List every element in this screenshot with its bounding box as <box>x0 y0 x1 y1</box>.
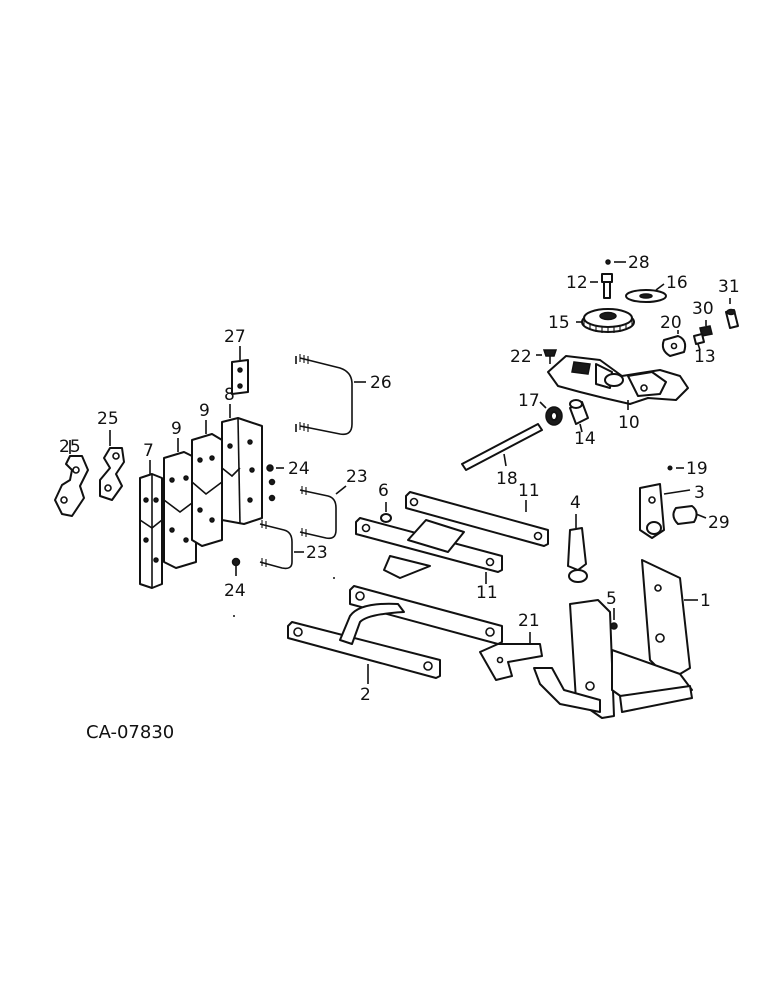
callout-7: 7 <box>143 441 154 461</box>
callout-26: 26 <box>370 373 392 393</box>
callout-28: 28 <box>628 253 650 273</box>
callout-1: 1 <box>700 591 711 611</box>
callout-15: 15 <box>548 313 570 333</box>
part-4-bracket <box>567 514 588 583</box>
callout-23a: 23 <box>346 467 368 487</box>
callout-14: 14 <box>574 429 596 449</box>
callout-19: 19 <box>686 459 708 479</box>
callout-11b: 11 <box>476 583 498 603</box>
callout-9a: 9 <box>171 419 182 439</box>
callout-27: 27 <box>224 327 246 347</box>
callout-24b: 24 <box>224 581 246 601</box>
callout-8: 8 <box>224 385 235 405</box>
callout-22: 22 <box>510 347 532 367</box>
part-11-spacer <box>383 519 465 579</box>
callout-9b: 9 <box>199 401 210 421</box>
part-6-pin <box>380 502 392 523</box>
part-23-u-bolt-lower <box>259 520 304 570</box>
part-24-nut-lower <box>231 557 241 576</box>
callout-16: 16 <box>666 273 688 293</box>
callout-13: 13 <box>694 347 716 367</box>
drawing-reference: CA-07830 <box>86 722 174 743</box>
part-27-plate <box>231 346 249 395</box>
callout-3: 3 <box>694 483 705 503</box>
callout-18: 18 <box>496 469 518 489</box>
part-10-housing <box>547 355 689 410</box>
part-21-bracket <box>479 632 543 681</box>
part-20-cam <box>661 330 687 357</box>
callout-31: 31 <box>718 277 740 297</box>
part-12-bolt <box>590 273 613 299</box>
callout-21: 21 <box>518 611 540 631</box>
callout-5: 5 <box>606 589 617 609</box>
callout-4: 4 <box>570 493 581 513</box>
part-14-bushing <box>569 399 589 433</box>
part-7-plate <box>139 460 163 589</box>
callout-10: 10 <box>618 413 640 433</box>
part-31-bolt <box>725 298 739 329</box>
callout-24a: 24 <box>288 459 310 479</box>
part-28-washer <box>605 259 626 265</box>
part-19-pin <box>667 465 684 471</box>
part-29-bushing <box>672 505 707 525</box>
part-11-bar-upper <box>405 491 549 547</box>
part-26-u-bolt <box>295 354 366 436</box>
callout-30: 30 <box>692 299 714 319</box>
callout-20: 20 <box>660 313 682 333</box>
part-25-clamp-left <box>54 440 89 517</box>
part-9-plate-a <box>163 438 197 569</box>
part-23-u-bolt-upper <box>299 485 347 540</box>
callout-12: 12 <box>566 273 588 293</box>
part-17-bearing <box>539 401 563 426</box>
callout-2: 2 <box>360 685 371 705</box>
callout-17: 17 <box>518 391 540 411</box>
callout-23b: 23 <box>306 543 328 563</box>
callout-29: 29 <box>708 513 730 533</box>
part-18-shaft <box>461 423 543 471</box>
callout-25b: 25 <box>97 409 119 429</box>
callout-11a: 11 <box>518 481 540 501</box>
part-2-bar-lower <box>287 602 441 684</box>
part-16-washer <box>625 283 667 303</box>
part-2-bar-upper <box>349 585 503 645</box>
part-15-gear <box>576 308 635 333</box>
part-8-bracket <box>221 404 263 525</box>
part-1-main-frame <box>533 559 698 719</box>
callout-6: 6 <box>378 481 389 501</box>
part-9-plate-b <box>191 420 223 547</box>
part-24-nuts-upper <box>266 464 284 502</box>
part-5-nut <box>610 608 618 630</box>
part-13-bolt <box>693 333 705 351</box>
callout-25a: 25 <box>59 437 81 457</box>
part-3-bracket <box>639 483 691 539</box>
part-22-screw <box>536 349 558 364</box>
part-25-clamp-right <box>99 430 125 501</box>
